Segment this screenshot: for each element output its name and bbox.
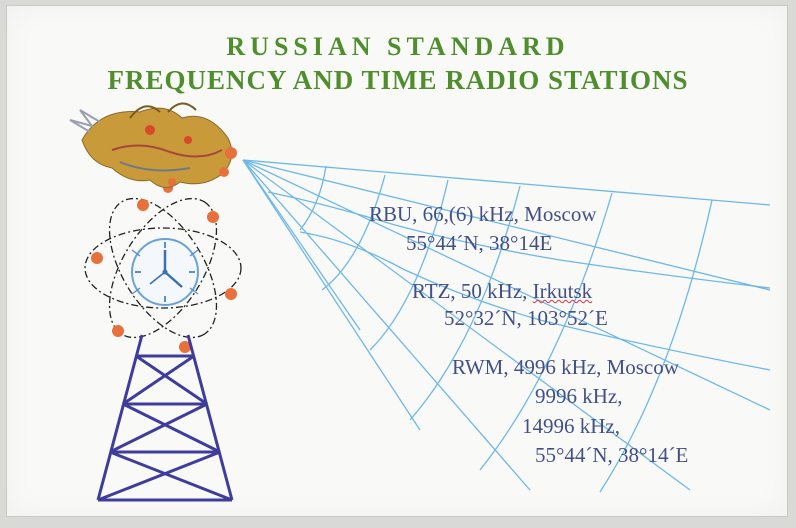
station-rtz-name: RTZ, 50 kHz, Irkutsk xyxy=(412,279,592,304)
station-rwm-name: RWM, 4996 kHz, Moscow xyxy=(452,355,679,379)
radio-tower-icon xyxy=(96,334,234,502)
title-line-2: FREQUENCY AND TIME RADIO STATIONS xyxy=(107,65,689,95)
double-headed-eagle-icon xyxy=(69,102,237,188)
clock-icon xyxy=(131,238,199,306)
title-line-1: RUSSIAN STANDARD xyxy=(226,32,570,61)
station-rtz-city: Irkutsk xyxy=(532,279,593,303)
station-rwm-freq2: 9996 kHz, xyxy=(535,384,623,408)
station-rwm-coords: 55°44´N, 38°14´E xyxy=(535,443,689,467)
station-rbu-name: RBU, 66,(6) kHz, Moscow xyxy=(369,202,597,226)
station-rtz-name-freq: RTZ, 50 kHz, xyxy=(412,279,533,303)
atom-orbit-icon xyxy=(84,197,242,339)
station-rwm-freq3: 14996 kHz, xyxy=(522,414,620,438)
radio-beams xyxy=(242,159,771,493)
station-rbu-coords: 55°44´N, 38°14E xyxy=(406,231,553,255)
station-rtz-coords: 52°32´N, 103°52´E xyxy=(444,306,608,330)
